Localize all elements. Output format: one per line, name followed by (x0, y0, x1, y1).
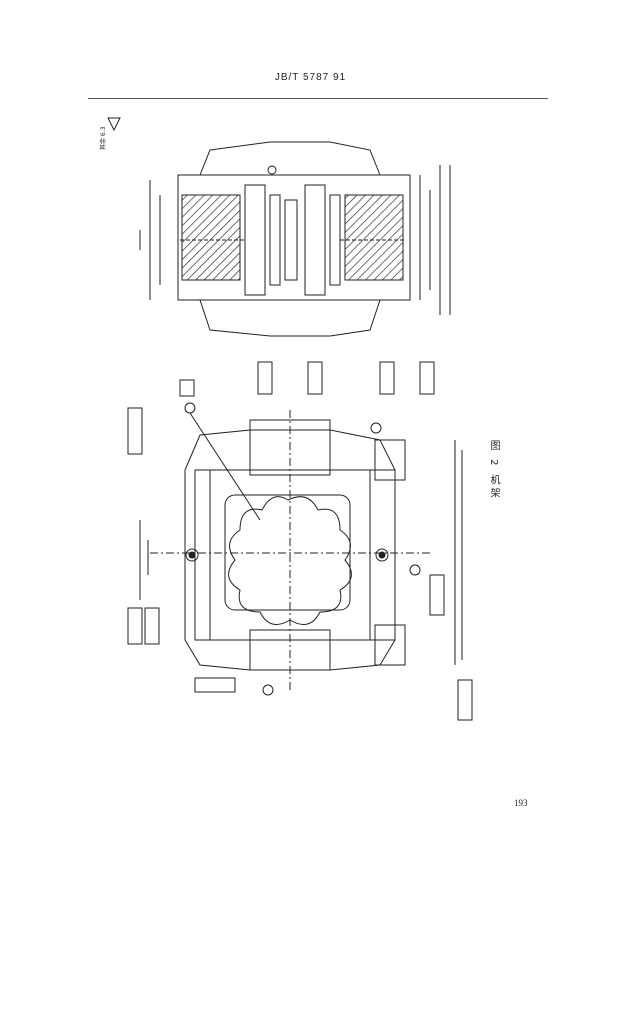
main-view (139, 410, 463, 690)
page-number: 193 (514, 798, 528, 808)
roughness-note: 其余 6.3 (99, 126, 107, 150)
figure-caption: 图 2 机架 (488, 440, 499, 501)
section-view-a-a (139, 141, 451, 337)
header-rule (88, 98, 548, 99)
standard-header: JB/T 5787 91 (274, 72, 347, 83)
tolerance-frames (127, 361, 473, 721)
